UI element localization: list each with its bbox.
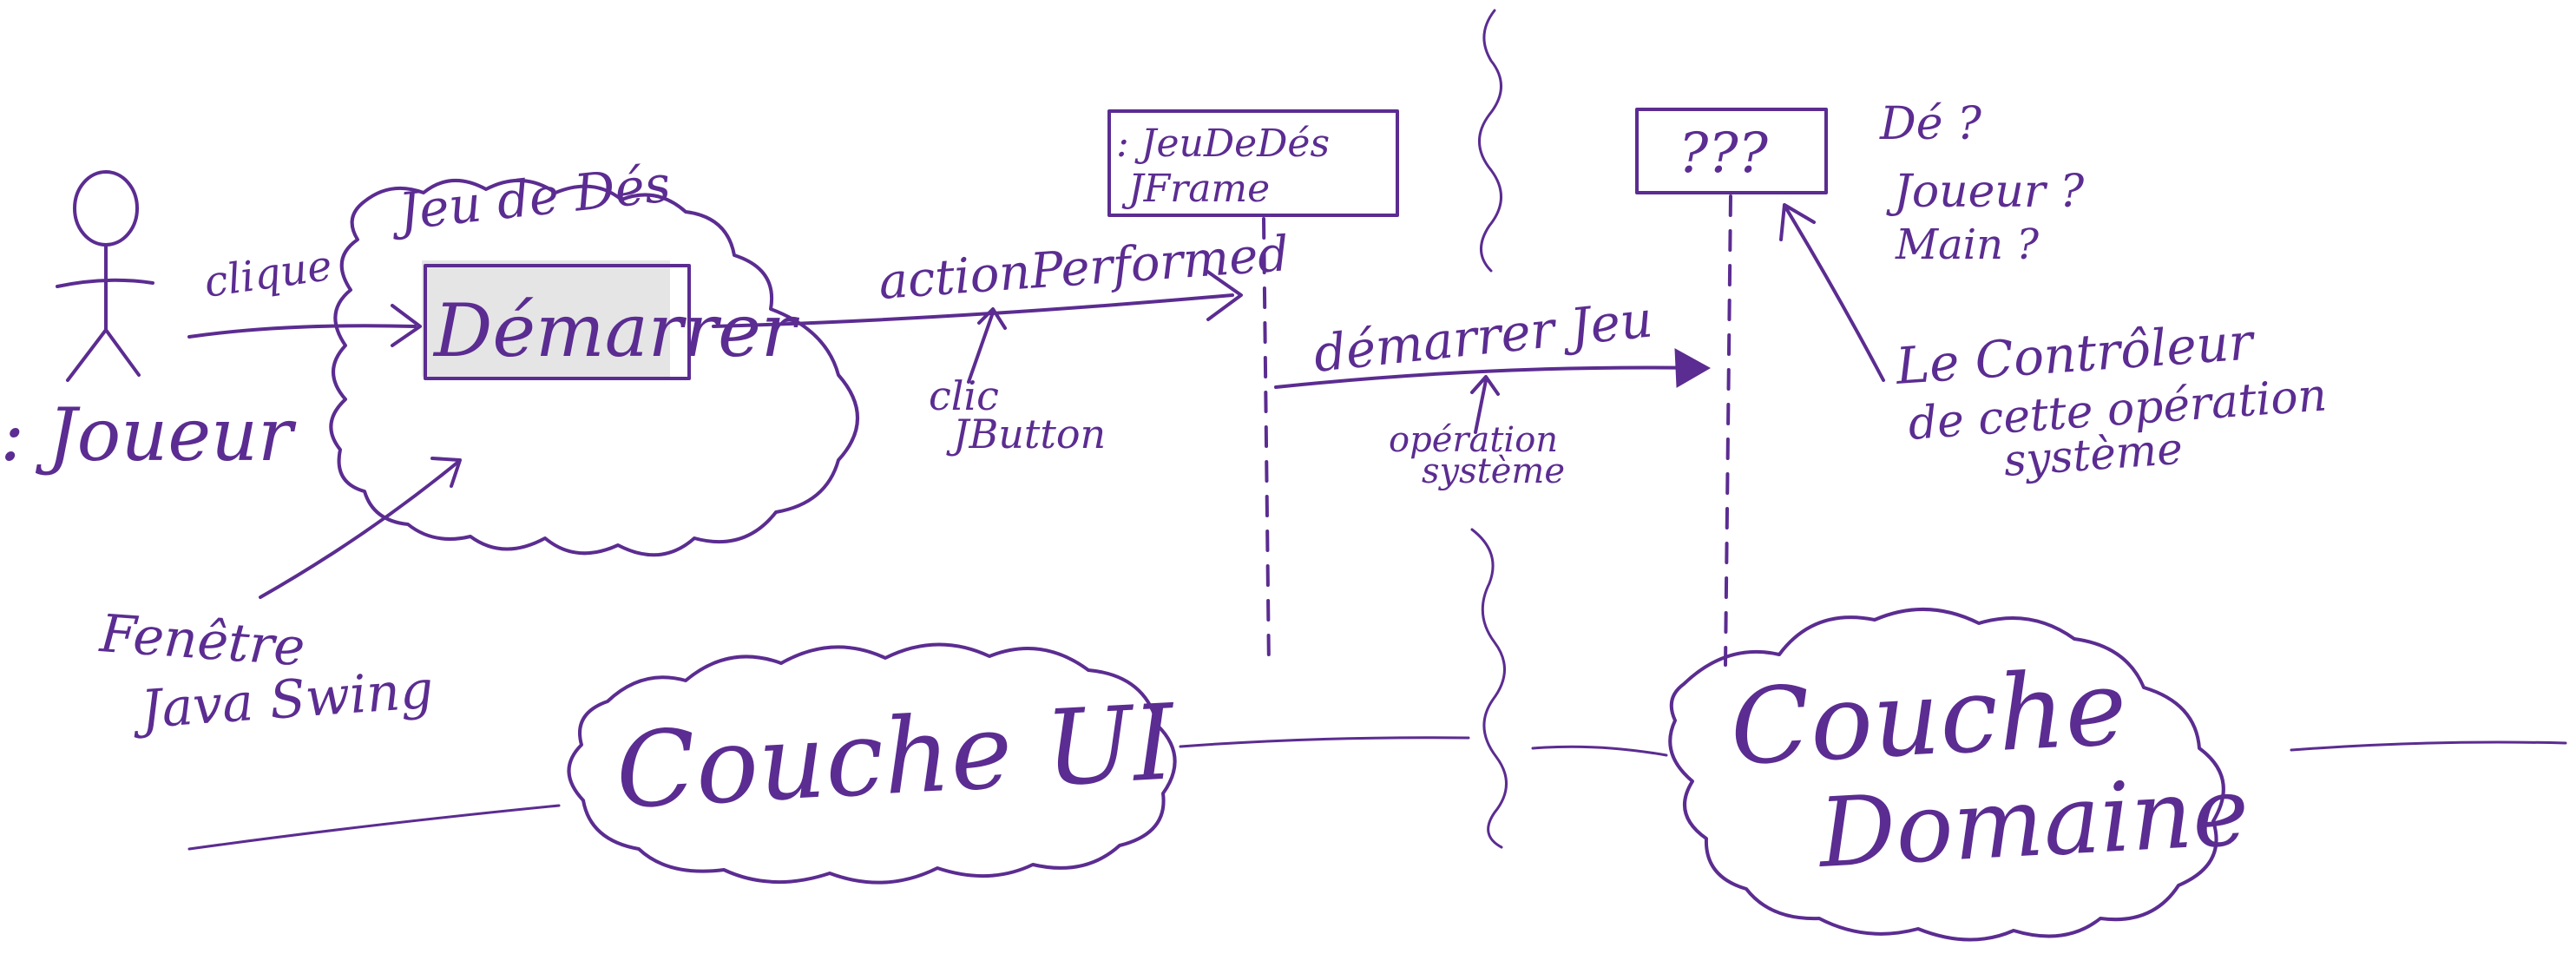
button-label: Démarrer	[432, 288, 800, 373]
actor-label: : Joueur	[0, 392, 297, 477]
window-title: Jeu de Dés	[387, 154, 673, 241]
clic-pointer-arrow	[967, 307, 1007, 384]
operation-line1: opération	[1389, 420, 1558, 460]
window-note-line2: Java Swing	[129, 660, 435, 741]
questions-line1: Dé ?	[1879, 98, 1982, 150]
baseline-mid-right	[1531, 745, 1668, 757]
clique-arrowhead	[391, 304, 422, 347]
button-outline	[424, 264, 691, 380]
layer-separator-bottom	[1470, 528, 1508, 849]
ui-layer-cloud	[567, 642, 1177, 885]
window-note-arrow	[259, 460, 460, 599]
baseline-left	[187, 804, 561, 851]
demarrer-jeu-arrow	[1274, 365, 1705, 389]
clic-line1: clic	[929, 372, 999, 419]
window-note-arrowhead	[430, 457, 462, 488]
action-performed-label: actionPerformed	[877, 226, 1291, 311]
questions-line2: Joueur ?	[1886, 166, 2085, 218]
domain-layer-line2: Domaine	[1815, 755, 2251, 889]
controller-lifeline	[1724, 194, 1732, 667]
baseline-right	[2290, 740, 2567, 752]
operation-pointer-arrow	[1470, 375, 1500, 434]
controller-box-label: ???	[1679, 122, 1769, 186]
jframe-lifeline	[1262, 217, 1271, 670]
action-performed-arrow	[712, 293, 1234, 328]
button-shading	[422, 260, 670, 377]
ui-layer-label: Couche UI	[613, 682, 1180, 832]
operation-line2: système	[1422, 451, 1565, 491]
baseline-mid-left	[1179, 736, 1470, 748]
jframe-line1: : JeuDeDés	[1116, 122, 1330, 166]
clique-label: clique	[201, 241, 335, 307]
action-performed-arrowhead	[1205, 269, 1243, 321]
demarrer-button[interactable]: Démarrer	[422, 260, 800, 380]
controller-note-arrow	[1779, 203, 1885, 382]
domain-layer-line1: Couche	[1727, 648, 2130, 789]
domain-layer-cloud	[1668, 608, 2225, 942]
demarrer-jeu-arrowhead	[1674, 348, 1712, 388]
window-cloud	[329, 179, 859, 557]
layer-separator-top	[1478, 9, 1502, 273]
actor-stick-figure	[56, 170, 154, 382]
jframe-line2: JFrame	[1121, 167, 1270, 211]
controller-note-line3: système	[2002, 424, 2185, 486]
controller-box	[1635, 108, 1828, 194]
jframe-box	[1107, 109, 1399, 217]
clic-line2: JButton	[946, 411, 1106, 457]
questions-line3: Main ?	[1895, 220, 2039, 269]
window-note-line1: Fenêtre	[97, 603, 307, 678]
clique-arrow	[187, 324, 417, 339]
